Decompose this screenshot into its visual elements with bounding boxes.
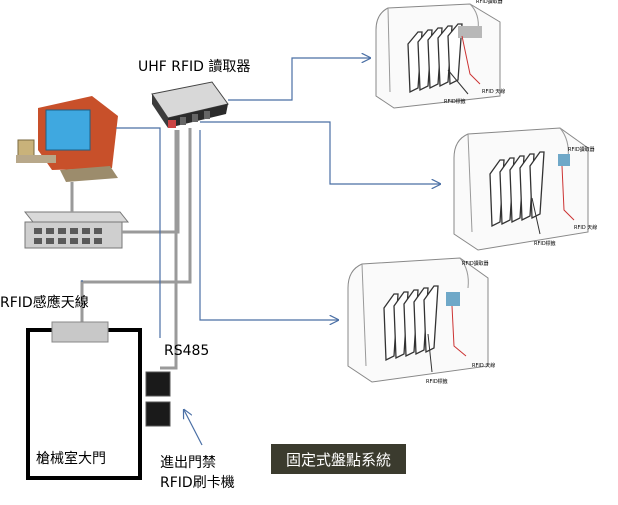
rack1-reader-label: RFID讀取器	[476, 0, 503, 5]
armory-door-label: 槍械室大門	[36, 451, 106, 467]
rack2-antenna-label: RFID 天線	[574, 225, 598, 231]
card-reader-label-line1: 進出門禁	[160, 455, 216, 471]
antenna-label: RFID感應天線	[0, 295, 89, 311]
armory-door	[26, 321, 142, 480]
gun-rack-3	[347, 257, 489, 383]
rack1-tag-label: RFID標籤	[444, 99, 466, 105]
gun-rack-1	[375, 3, 501, 109]
door-antenna	[51, 321, 109, 343]
system-title: 固定式盤點系統	[271, 444, 406, 474]
card-reader-devices	[145, 371, 171, 427]
card-reader-label-line2: RFID刷卡機	[160, 475, 235, 491]
rack3-reader-label: RFID讀取器	[462, 261, 489, 267]
network-switch-icon	[23, 211, 130, 249]
rack3-tag-label: RFID標籤	[426, 379, 448, 385]
computer-icon	[16, 96, 118, 182]
rack1-antenna-label: RFID 天線	[482, 89, 506, 95]
reader-label: UHF RFID 讀取器	[138, 59, 251, 75]
link-lines	[81, 58, 440, 446]
gun-rack-2	[453, 127, 589, 251]
rfid-reader-device	[151, 81, 229, 128]
rack3-antenna-label: RFID 天線	[472, 363, 496, 369]
gray-cables	[70, 128, 192, 370]
rs485-label: RS485	[164, 343, 210, 359]
rack2-tag-label: RFID標籤	[534, 241, 556, 247]
rack2-reader-label: RFID讀取器	[568, 147, 595, 153]
